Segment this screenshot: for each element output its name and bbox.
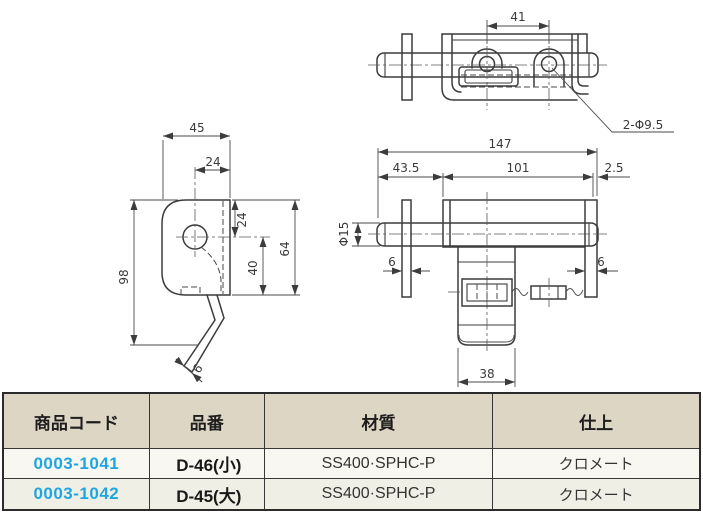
table-row: 0003-1042 D-45(大) SS400·SPHC-P クロメート xyxy=(2,478,701,511)
table-header-row: 商品コード 品番 材質 仕上 xyxy=(2,392,701,449)
dim-side-hole-to-bottom: 40 xyxy=(246,260,260,275)
dim-side-hole-offset: 24 xyxy=(205,155,220,169)
finish-cell: クロメート xyxy=(492,478,701,511)
dim-front-mid-section: 101 xyxy=(507,161,530,175)
dim-side-plate-height: 64 xyxy=(278,241,292,256)
finish-cell: クロメート xyxy=(492,448,701,479)
dim-front-latch-width: 38 xyxy=(479,367,494,381)
product-code-link[interactable]: 0003-1041 xyxy=(2,448,150,479)
dim-front-right-plate-thickness: 6 xyxy=(597,255,605,269)
spec-table: 商品コード 品番 材質 仕上 0003-1041 D-46(小) SS400·S… xyxy=(2,392,701,511)
dim-top-hole-spacing: 41 xyxy=(510,10,525,24)
dim-front-left-plate-thickness: 6 xyxy=(388,255,396,269)
dim-front-right-gap: 2.5 xyxy=(604,161,623,175)
dim-front-total-width: 147 xyxy=(489,137,512,151)
table-row: 0003-1041 D-46(小) SS400·SPHC-P クロメート xyxy=(2,448,701,479)
part-number-cell: D-46(小) xyxy=(148,448,265,479)
part-number-cell: D-45(大) xyxy=(148,478,265,511)
dim-side-width: 45 xyxy=(189,121,204,135)
dim-top-hole-callout: 2-Φ9.5 xyxy=(623,118,664,132)
header-material: 材質 xyxy=(263,392,494,449)
dim-side-top-to-hole: 24 xyxy=(235,212,249,227)
header-finish: 仕上 xyxy=(492,392,701,449)
header-product-code: 商品コード xyxy=(2,392,150,449)
product-code-link[interactable]: 0003-1042 xyxy=(2,478,150,511)
dim-front-pin-diameter: Φ15 xyxy=(337,222,351,247)
material-cell: SS400·SPHC-P xyxy=(263,448,494,479)
material-cell: SS400·SPHC-P xyxy=(263,478,494,511)
side-view: 45 24 98 24 40 64 6 xyxy=(117,121,300,383)
dim-front-left-section: 43.5 xyxy=(393,161,420,175)
top-view: 41 2-Φ9.5 xyxy=(368,10,674,133)
technical-drawing: 41 2-Φ9.5 45 24 xyxy=(117,10,674,387)
dim-side-total-height: 98 xyxy=(117,269,131,284)
header-part-number: 品番 xyxy=(148,392,265,449)
front-view: 147 43.5 101 2.5 Φ15 6 6 xyxy=(337,137,630,387)
